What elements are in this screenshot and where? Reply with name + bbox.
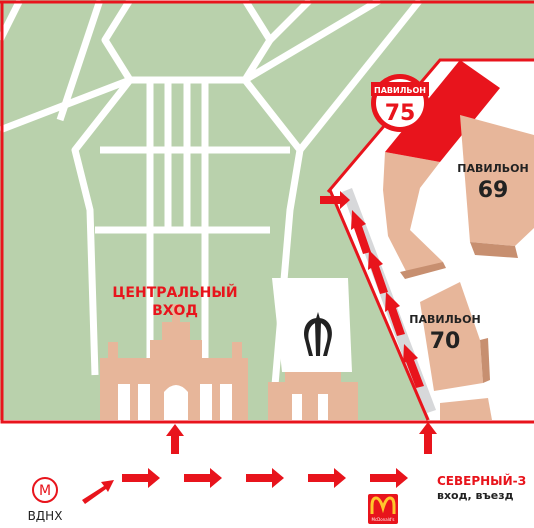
pavilion-75-building: [383, 152, 443, 275]
rocket-monument-icon: [304, 312, 332, 356]
north-entrance-label-line2: вход, въезд: [437, 489, 514, 502]
central-entrance-label-line2: ВХОД: [152, 303, 198, 319]
small-arch-building: [268, 372, 358, 420]
pavilion-70-number: 70: [430, 329, 461, 354]
metro-station-label: ВДНХ: [28, 509, 63, 523]
mcdonalds-logo-icon: [368, 494, 398, 524]
pavilion-69-number: 69: [478, 178, 509, 203]
route-arrows-bottom: [82, 468, 408, 504]
central-entrance-label-line1: ЦЕНТРАЛЬНЫЙ: [112, 284, 237, 301]
pavilion-70-building: [420, 282, 483, 391]
metro-letter: М: [39, 483, 51, 499]
mcdonalds-text: McDonald's: [372, 517, 395, 522]
metro-icon: [32, 477, 58, 503]
park-paths: [0, 0, 420, 385]
route-arrow-central: [166, 424, 184, 454]
pavilion-75-badge: [371, 74, 429, 132]
route-arrows-road: [320, 191, 437, 454]
pavilion-70-word: ПАВИЛЬОН: [409, 313, 480, 326]
pavilion-70-annex: [440, 398, 492, 420]
north-entrance-label-line1: СЕВЕРНЫЙ-З: [437, 473, 526, 488]
pavilion-75-word: ПАВИЛЬОН: [374, 86, 426, 95]
pavilion-69-word: ПАВИЛЬОН: [457, 162, 528, 175]
pavilion-75-highlight: [385, 60, 500, 162]
gate-arches: [118, 384, 232, 420]
pavilion-69-building: [460, 115, 534, 246]
pavilion-75-number: 75: [385, 101, 416, 126]
map-border: [0, 0, 534, 424]
